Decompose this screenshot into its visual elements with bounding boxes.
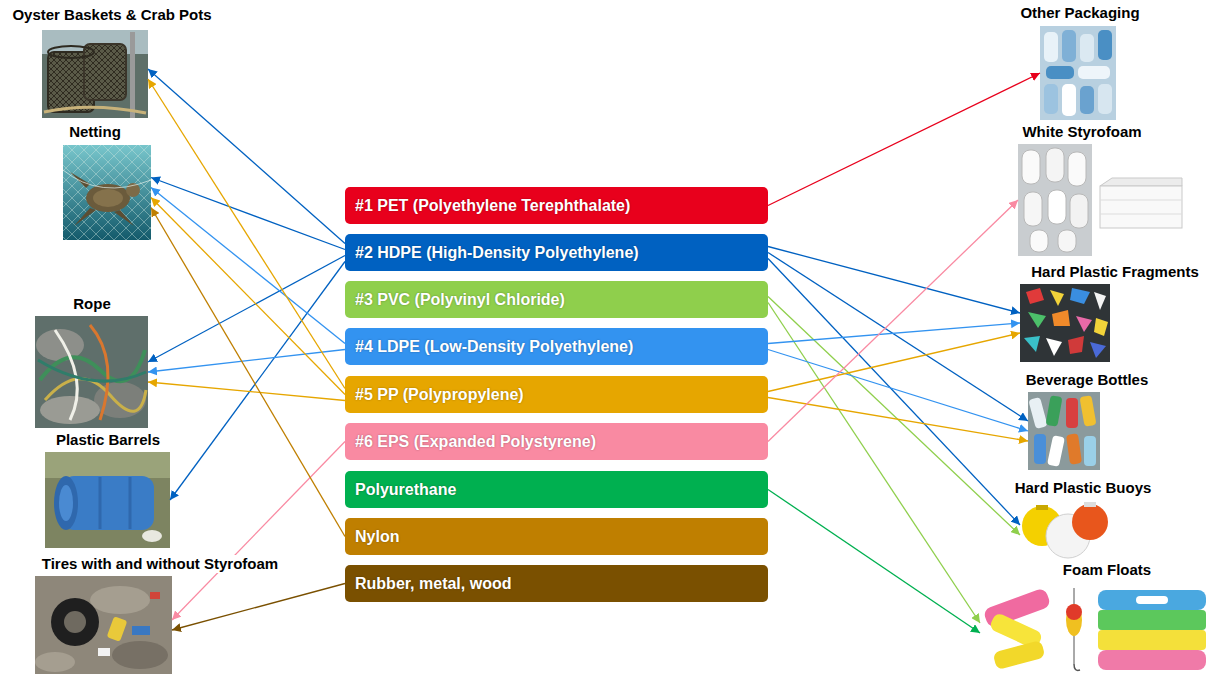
photo-panel: Plastic Barrels — [45, 452, 170, 548]
arrow-connector — [151, 208, 345, 537]
photo-caption: Hard Plastic Buoys — [1013, 479, 1154, 497]
photo-caption: Tires with and without Styrofoam — [40, 555, 280, 573]
arrow-connector — [151, 188, 345, 344]
photo-panel: Tires with and without Styrofoam — [35, 576, 172, 674]
arrow-connector — [768, 259, 1020, 526]
arrow-connector — [148, 69, 345, 244]
arrow-connector — [768, 303, 980, 624]
photo-caption: White Styrofoam — [1020, 123, 1143, 141]
rope-photo — [35, 316, 148, 428]
photo-caption: Netting — [67, 123, 123, 141]
bottles-photo — [1028, 392, 1100, 470]
photo-panel: Hard Plastic Fragments — [1020, 284, 1110, 362]
arrow-connector — [151, 198, 345, 395]
material-label: #4 LDPE (Low-Density Polyethylene) — [355, 337, 633, 357]
material-label: #3 PVC (Polyvinyl Chloride) — [355, 290, 565, 310]
plastic-barrel-photo — [45, 452, 170, 548]
photo-panel: Oyster Baskets & Crab Pots — [42, 30, 148, 118]
material-label: Polyurethane — [355, 480, 456, 500]
arrow-connector — [148, 382, 345, 401]
photo-caption: Hard Plastic Fragments — [1029, 263, 1201, 281]
material-label: Nylon — [355, 527, 399, 547]
photo-panel: White Styrofoam — [1018, 144, 1182, 256]
arrow-connector — [768, 200, 1018, 442]
material-label: #6 EPS (Expanded Polystyrene) — [355, 432, 596, 452]
foam-floats-photo — [983, 587, 1206, 670]
photo-caption: Other Packaging — [1018, 4, 1141, 22]
arrow-connector — [151, 178, 345, 250]
arrow-connector — [768, 323, 1020, 344]
photo-panel: Rope — [35, 316, 148, 428]
arrow-connector — [768, 247, 1020, 314]
fragments-photo — [1020, 284, 1110, 362]
photo-caption: Rope — [71, 295, 113, 313]
packaging-photo — [1040, 26, 1116, 120]
photo-panel: Foam Floats — [980, 582, 1210, 674]
photo-panel: Other Packaging — [1040, 26, 1116, 120]
material-bar: Nylon — [345, 518, 768, 555]
arrow-connector — [172, 442, 345, 621]
arrow-connector — [768, 490, 980, 634]
arrow-connector — [170, 262, 345, 501]
arrow-connector — [768, 333, 1020, 392]
material-bar: #5 PP (Polypropylene) — [345, 376, 768, 413]
material-label: #2 HDPE (High-Density Polyethylene) — [355, 243, 639, 263]
photo-caption: Foam Floats — [1061, 561, 1153, 579]
arrow-connector — [768, 73, 1040, 206]
styrofoam-photo — [1018, 144, 1182, 256]
material-bar: #6 EPS (Expanded Polystyrene) — [345, 423, 768, 460]
material-bar: Rubber, metal, wood — [345, 565, 768, 602]
photo-panel: Netting — [63, 145, 151, 240]
photo-panel: Hard Plastic Buoys — [1020, 500, 1110, 560]
arrow-connector — [172, 584, 345, 631]
arrow-connector — [148, 79, 345, 389]
arrow-connector — [148, 256, 345, 363]
material-bar: #1 PET (Polyethylene Terephthalate) — [345, 187, 768, 224]
photo-caption: Beverage Bottles — [1024, 371, 1151, 389]
tires-photo — [35, 576, 172, 674]
arrow-connector — [768, 297, 1020, 536]
oyster-basket-photo — [42, 30, 148, 118]
photo-caption: Plastic Barrels — [54, 431, 162, 449]
material-bar: #2 HDPE (High-Density Polyethylene) — [345, 234, 768, 271]
photo-caption: Oyster Baskets & Crab Pots — [10, 6, 213, 24]
material-bar: Polyurethane — [345, 471, 768, 508]
netting-turtle-photo — [63, 145, 151, 240]
material-bar: #3 PVC (Polyvinyl Chloride) — [345, 281, 768, 318]
photo-panel: Beverage Bottles — [1028, 392, 1100, 470]
material-label: #1 PET (Polyethylene Terephthalate) — [355, 196, 630, 216]
material-bar: #4 LDPE (Low-Density Polyethylene) — [345, 328, 768, 365]
material-label: #5 PP (Polypropylene) — [355, 385, 524, 405]
material-label: Rubber, metal, wood — [355, 574, 511, 594]
buoys-photo — [1022, 502, 1108, 558]
